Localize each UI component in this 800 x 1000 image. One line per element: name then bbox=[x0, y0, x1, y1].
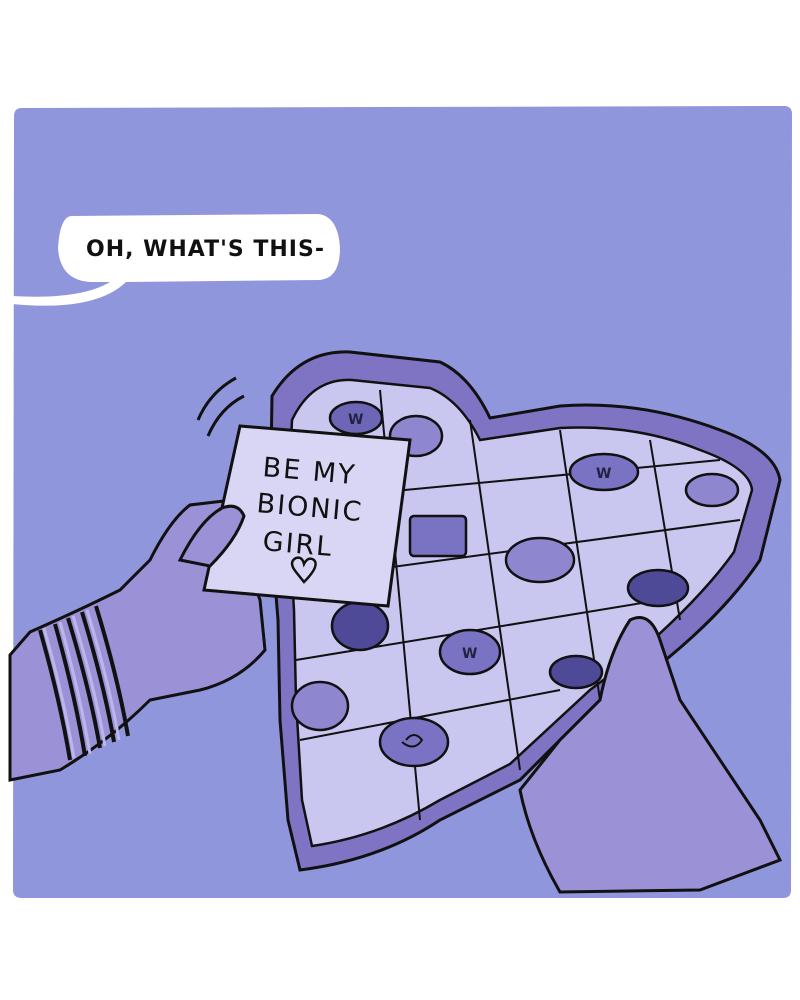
chocolates: W W W bbox=[290, 400, 740, 768]
speech-bubble: OH, WHAT'S THIS- bbox=[12, 214, 340, 306]
right-hand bbox=[518, 616, 783, 894]
bracelets bbox=[38, 605, 130, 761]
speech-bubble-text: OH, WHAT'S THIS- bbox=[86, 237, 325, 262]
chocolate-mark: W bbox=[596, 466, 611, 482]
motion-lines bbox=[196, 376, 245, 437]
chocolate-mark: W bbox=[348, 412, 363, 428]
left-thumb bbox=[177, 504, 246, 568]
chocolate-mark: W bbox=[462, 646, 477, 662]
heart-icon bbox=[290, 556, 317, 584]
note-card: BE MY BIONIC GIRL bbox=[202, 424, 412, 608]
